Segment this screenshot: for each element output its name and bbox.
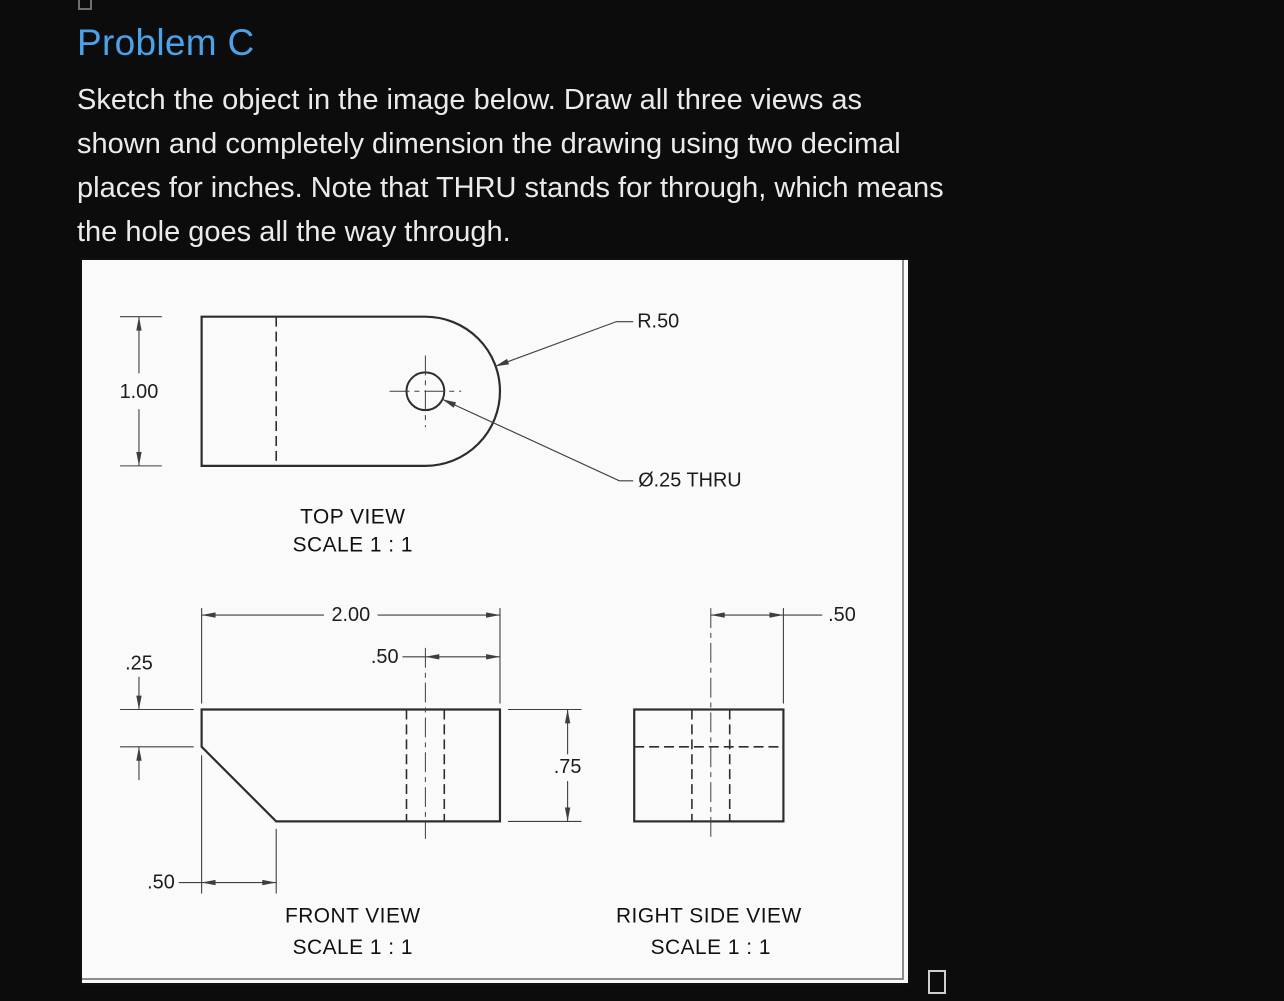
engineering-drawing: 1.00 R.50 Ø.25 THRU TOP VIEW SCALE 1 : 1 — [120, 311, 856, 960]
arrowhead — [710, 612, 725, 618]
arrowhead — [495, 358, 510, 367]
arrowhead — [201, 879, 216, 886]
dim-label-chamfer: .50 — [147, 872, 175, 894]
arrowhead — [136, 451, 142, 466]
dim-front-left-edge: .25 — [120, 653, 194, 781]
leader-line — [442, 398, 634, 482]
arrowhead — [486, 654, 500, 660]
dim-label-hole: Ø.25 THRU — [638, 470, 741, 492]
dim-label-side-depth: .50 — [828, 604, 856, 626]
arrowhead — [201, 612, 216, 618]
leader-hole-callout: Ø.25 THRU — [442, 398, 742, 492]
arrowhead — [442, 399, 457, 408]
instructions: Sketch the object in the image below. Dr… — [77, 78, 1237, 254]
arrowhead — [425, 654, 440, 660]
right-side-view-label: RIGHT SIDE VIEW — [616, 904, 802, 927]
leader-line — [494, 321, 634, 367]
front-view-label: FRONT VIEW — [285, 904, 421, 927]
checkbox-artifact-bottom — [928, 970, 946, 994]
instructions-line: the hole goes all the way through. — [77, 216, 511, 248]
leader-radius: R.50 — [494, 311, 679, 367]
checkbox-artifact-top — [78, 0, 92, 10]
page-title: Problem C — [77, 22, 255, 63]
right-side-view: .50 RIGHT SIDE VIEW SCALE 1 : 1 — [616, 604, 856, 959]
top-view-label: TOP VIEW — [300, 506, 405, 529]
dim-front-height: .75 — [507, 708, 582, 822]
arrowhead — [136, 746, 142, 761]
instructions-line: Sketch the object in the image below. Dr… — [77, 84, 863, 116]
arrowhead — [136, 695, 142, 710]
drawing-panel: 1.00 R.50 Ø.25 THRU TOP VIEW SCALE 1 : 1 — [80, 258, 910, 985]
arrowhead — [136, 316, 142, 331]
dim-label-front-height: .75 — [554, 756, 582, 778]
dim-front-hole-offset: .50 — [371, 646, 500, 668]
dim-label-hole-offset: .50 — [371, 646, 399, 668]
arrowhead — [262, 879, 277, 886]
right-side-view-outline — [633, 708, 785, 823]
dim-front-width: 2.00 — [201, 604, 501, 704]
dim-label-radius: R.50 — [637, 311, 679, 333]
top-view-outline — [200, 315, 501, 467]
front-view-outline — [200, 708, 502, 823]
dim-label-front-width: 2.00 — [331, 604, 370, 626]
dim-label-top-height: 1.00 — [120, 381, 159, 403]
instructions-line: places for inches. Note that THRU stands… — [77, 172, 944, 204]
arrowhead — [769, 612, 784, 618]
top-view: 1.00 R.50 Ø.25 THRU TOP VIEW SCALE 1 : 1 — [120, 311, 742, 557]
top-view-scale: SCALE 1 : 1 — [293, 533, 413, 556]
front-view: 2.00 .50 .25 — [120, 604, 582, 959]
right-side-view-scale: SCALE 1 : 1 — [651, 936, 771, 959]
dim-top-height: 1.00 — [120, 316, 162, 467]
arrowhead — [486, 612, 500, 618]
dim-side-hole-to-edge: .50 — [710, 604, 856, 704]
instructions-line: shown and completely dimension the drawi… — [77, 128, 901, 160]
arrowhead — [564, 807, 571, 822]
dim-label-left-edge: .25 — [125, 653, 153, 675]
arrowhead — [564, 709, 571, 724]
dim-front-chamfer: .50 — [147, 755, 277, 894]
front-view-scale: SCALE 1 : 1 — [293, 936, 413, 959]
